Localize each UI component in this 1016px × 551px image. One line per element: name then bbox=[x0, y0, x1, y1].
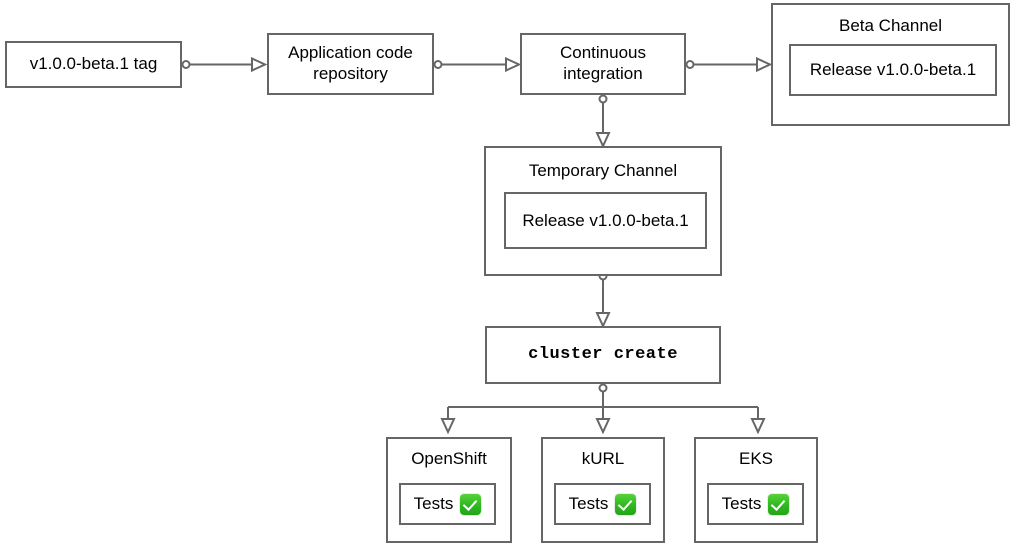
group-beta-channel-title: Beta Channel bbox=[838, 16, 943, 35]
edge-arrowhead bbox=[505, 56, 522, 73]
node-tag-label: v1.0.0-beta.1 tag bbox=[29, 54, 158, 74]
edge-arrowhead bbox=[595, 418, 611, 435]
edge-source-dot bbox=[181, 60, 191, 69]
green-check-icon bbox=[768, 493, 790, 515]
group-temporary-channel[interactable]: Temporary Channel Release v1.0.0-beta.1 bbox=[484, 146, 722, 276]
temporary-channel-release-label: Release v1.0.0-beta.1 bbox=[522, 210, 689, 230]
edge-arrowhead bbox=[595, 312, 611, 329]
node-cluster-create-label: cluster create bbox=[528, 344, 678, 364]
openshift-tests-box[interactable]: Tests bbox=[399, 483, 496, 525]
green-check-icon bbox=[460, 493, 482, 515]
edge-source-dot bbox=[433, 60, 443, 69]
edge-arrowhead bbox=[440, 418, 456, 435]
temporary-channel-release-box[interactable]: Release v1.0.0-beta.1 bbox=[504, 192, 707, 249]
eks-tests-label: Tests bbox=[721, 494, 762, 513]
node-application-code-repository-label: Application code repository bbox=[288, 43, 413, 83]
green-check-icon bbox=[615, 493, 637, 515]
node-continuous-integration-label: Continuous integration bbox=[559, 43, 646, 83]
node-application-code-repository[interactable]: Application code repository bbox=[267, 33, 434, 95]
node-tag[interactable]: v1.0.0-beta.1 tag bbox=[5, 41, 182, 88]
openshift-tests-row: Tests bbox=[413, 493, 482, 515]
kurl-tests-label: Tests bbox=[568, 494, 609, 513]
group-beta-channel[interactable]: Beta Channel Release v1.0.0-beta.1 bbox=[771, 3, 1010, 126]
openshift-tests-label: Tests bbox=[413, 494, 454, 513]
group-target-eks[interactable]: EKS Tests bbox=[694, 437, 818, 543]
eks-tests-box[interactable]: Tests bbox=[707, 483, 804, 525]
beta-channel-release-label: Release v1.0.0-beta.1 bbox=[809, 60, 977, 79]
kurl-tests-box[interactable]: Tests bbox=[554, 483, 651, 525]
node-cluster-create[interactable]: cluster create bbox=[485, 326, 721, 384]
edge-arrowhead bbox=[595, 132, 611, 149]
edge-arrowhead bbox=[750, 418, 766, 435]
edge-source-dot bbox=[598, 383, 608, 393]
node-continuous-integration[interactable]: Continuous integration bbox=[520, 33, 686, 95]
group-temporary-channel-title: Temporary Channel bbox=[528, 161, 678, 180]
edge-arrowhead bbox=[756, 56, 773, 73]
kurl-tests-row: Tests bbox=[568, 493, 637, 515]
eks-tests-row: Tests bbox=[721, 493, 790, 515]
group-target-openshift[interactable]: OpenShift Tests bbox=[386, 437, 512, 543]
edge-arrowhead bbox=[251, 56, 268, 73]
edge-source-dot bbox=[685, 60, 695, 69]
group-target-openshift-title: OpenShift bbox=[411, 449, 487, 468]
edge-source-dot bbox=[598, 94, 608, 104]
beta-channel-release-box[interactable]: Release v1.0.0-beta.1 bbox=[789, 44, 997, 96]
group-target-eks-title: EKS bbox=[738, 449, 774, 468]
group-target-kurl-title: kURL bbox=[581, 449, 625, 468]
group-target-kurl[interactable]: kURL Tests bbox=[541, 437, 665, 543]
